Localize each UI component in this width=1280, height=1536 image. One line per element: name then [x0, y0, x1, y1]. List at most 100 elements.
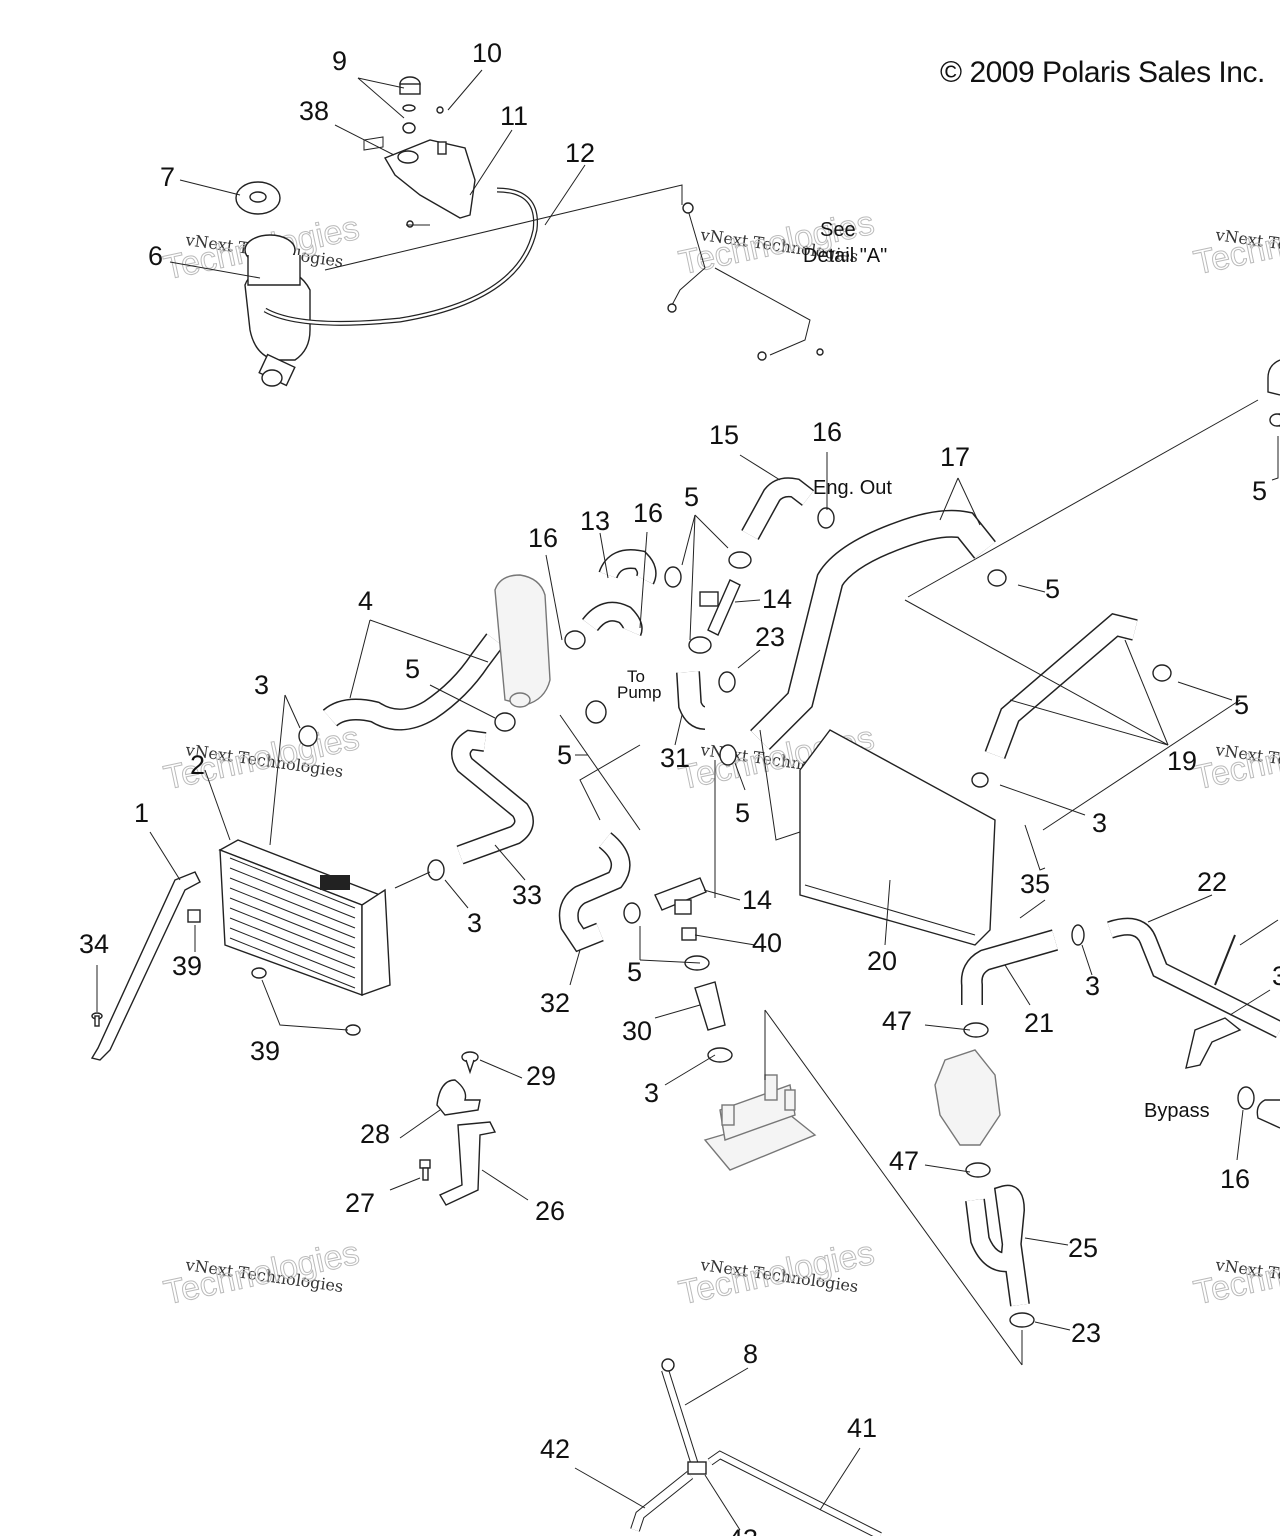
callout-6[interactable]: 6	[148, 241, 163, 271]
callout-43[interactable]: 43	[728, 1524, 758, 1536]
part-bolt-27[interactable]	[419, 1159, 431, 1181]
callout-5[interactable]: 5	[1045, 574, 1060, 604]
part-bypass-hose-partial[interactable]	[1256, 1099, 1280, 1129]
callout-16[interactable]: 16	[633, 498, 663, 528]
callout-14[interactable]: 14	[742, 885, 772, 915]
hose-clamp[interactable]	[707, 1047, 733, 1063]
hose-clamp[interactable]	[1237, 1086, 1255, 1110]
part-hose-19[interactable]	[984, 612, 1138, 759]
callout-32[interactable]: 32	[540, 988, 570, 1018]
part-bleed-tube-42[interactable]	[630, 1471, 694, 1532]
callout-23[interactable]: 23	[1071, 1318, 1101, 1348]
callout-47[interactable]: 47	[882, 1006, 912, 1036]
callout-5[interactable]: 5	[735, 798, 750, 828]
callout-7[interactable]: 7	[160, 162, 175, 192]
part-bleed-tube-8[interactable]	[661, 1358, 699, 1467]
callout-41[interactable]: 41	[847, 1413, 877, 1443]
callout-2[interactable]: 2	[190, 750, 205, 780]
callout-5[interactable]: 5	[627, 957, 642, 987]
callout-1[interactable]: 1	[134, 798, 149, 828]
callout-10[interactable]: 10	[472, 38, 502, 68]
part-grommet-39[interactable]	[187, 909, 361, 1036]
part-radiator-cap[interactable]	[235, 181, 281, 215]
part-bracket-1[interactable]	[90, 871, 201, 1061]
callout-38[interactable]: 38	[299, 96, 329, 126]
hose-clamp[interactable]	[298, 725, 318, 747]
callout-5[interactable]: 5	[684, 482, 699, 512]
part-tee-fitting-14b[interactable]	[654, 877, 707, 915]
callout-16[interactable]: 16	[528, 523, 558, 553]
callout-47[interactable]: 47	[889, 1146, 919, 1176]
hose-clamp[interactable]	[987, 569, 1007, 587]
callout-34[interactable]: 34	[79, 929, 109, 959]
callout-3[interactable]: 3	[467, 908, 482, 938]
callout-31[interactable]: 31	[660, 743, 690, 773]
part-bracket-right[interactable]	[1185, 1017, 1242, 1069]
hose-clamp[interactable]	[719, 744, 737, 766]
callout-16[interactable]: 16	[1220, 1164, 1250, 1194]
part-clamp-28[interactable]	[436, 1079, 481, 1116]
hose-clamp[interactable]	[1152, 664, 1172, 682]
hose-clamp[interactable]	[564, 630, 586, 650]
callout-42[interactable]: 42	[540, 1434, 570, 1464]
callout-3[interactable]: 3	[1085, 971, 1100, 1001]
part-bolt-34[interactable]	[91, 1012, 103, 1027]
callout-5[interactable]: 5	[1234, 690, 1249, 720]
callout-16[interactable]: 16	[812, 417, 842, 447]
hose-clamp[interactable]	[718, 671, 736, 693]
callout-3[interactable]: 3	[644, 1078, 659, 1108]
callout-33[interactable]: 33	[512, 880, 542, 910]
callout-28[interactable]: 28	[360, 1119, 390, 1149]
hose-clamp[interactable]	[427, 859, 445, 881]
callout-26[interactable]: 26	[535, 1196, 565, 1226]
hose-clamp[interactable]	[963, 1022, 989, 1038]
hose-clamp[interactable]	[1009, 1312, 1035, 1328]
part-bracket-26[interactable]	[438, 1121, 497, 1206]
hose-clamp[interactable]	[817, 507, 835, 529]
part-bleed-tube-41[interactable]	[707, 1450, 882, 1536]
hose-clamp[interactable]	[971, 772, 989, 788]
part-radiator[interactable]	[218, 839, 391, 997]
callout-30[interactable]: 30	[622, 1016, 652, 1046]
part-hose-30[interactable]	[694, 981, 726, 1031]
part-bleed-tube-assembly[interactable]	[667, 202, 824, 361]
callout-9[interactable]: 9	[332, 46, 347, 76]
hose-clamp[interactable]	[1269, 413, 1280, 427]
callout-19[interactable]: 19	[1167, 746, 1197, 776]
callout-15[interactable]: 15	[709, 420, 739, 450]
hose-clamp[interactable]	[623, 902, 641, 924]
hose-clamp[interactable]	[1071, 924, 1085, 946]
part-tee-fitting-14[interactable]	[699, 579, 741, 636]
part-push-rivet-29[interactable]	[461, 1051, 479, 1075]
part-tee-43[interactable]	[687, 1461, 707, 1475]
callout-22[interactable]: 22	[1197, 867, 1227, 897]
callout-40[interactable]: 40	[752, 928, 782, 958]
part-coolant-tank[interactable]	[383, 139, 476, 219]
callout-11[interactable]: 11	[500, 101, 528, 131]
part-water-pump[interactable]	[934, 1049, 1001, 1146]
callout-29[interactable]: 29	[526, 1061, 556, 1091]
callout-3[interactable]: 3	[1272, 961, 1280, 991]
callout-8[interactable]: 8	[743, 1339, 758, 1369]
callout-3[interactable]: 3	[1092, 808, 1107, 838]
hose-clamp[interactable]	[664, 566, 682, 588]
part-recovery-bottle[interactable]	[244, 234, 311, 387]
part-cable-tie[interactable]	[1214, 934, 1236, 986]
hose-clamp[interactable]	[728, 551, 752, 569]
part-oil-cooler[interactable]	[703, 1074, 817, 1171]
hose-clamp[interactable]	[965, 1162, 991, 1178]
part-tank-cap[interactable]	[399, 76, 421, 134]
callout-12[interactable]: 12	[565, 138, 595, 168]
callout-4[interactable]: 4	[358, 586, 373, 616]
callout-20[interactable]: 20	[867, 946, 897, 976]
hose-clamp[interactable]	[585, 700, 607, 724]
callout-17[interactable]: 17	[940, 442, 970, 472]
callout-5[interactable]: 5	[405, 654, 420, 684]
hose-clamp[interactable]	[688, 636, 712, 654]
part-reducer-40[interactable]	[681, 927, 697, 941]
part-thermostat-housing[interactable]	[494, 574, 551, 708]
part-fan-shroud[interactable]	[799, 729, 996, 946]
callout-25[interactable]: 25	[1068, 1233, 1098, 1263]
see-detail-line2[interactable]: Detail "A"	[803, 245, 887, 267]
callout-5[interactable]: 5	[557, 740, 572, 770]
